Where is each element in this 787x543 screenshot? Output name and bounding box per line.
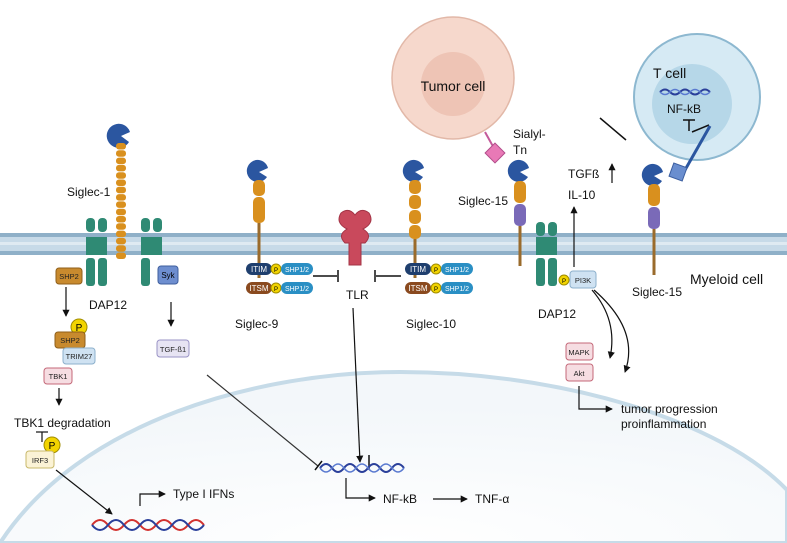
- tlr-label: TLR: [346, 288, 369, 302]
- siglec-1-bead: [116, 143, 126, 150]
- dap12-right-label: DAP12: [538, 307, 576, 321]
- tumor-cell-label: Tumor cell: [421, 78, 486, 94]
- siglec-1-bead: [116, 230, 126, 238]
- siglec-1-bead: [116, 186, 126, 194]
- shp2-box-a: SHP2: [59, 272, 79, 281]
- tcell-nfkb-label: NF-kB: [667, 102, 701, 116]
- tcell-dna: [659, 88, 711, 96]
- siglec-1-bead: [116, 245, 126, 252]
- cell-membrane: [0, 233, 787, 255]
- siglec-1-bead: [116, 157, 126, 165]
- proinflammation-label: proinflammation: [621, 417, 706, 431]
- tcell-ligand: [668, 162, 688, 182]
- type-i-ifn-label: Type I IFNs: [173, 487, 234, 501]
- phospho-icon: P: [434, 287, 438, 293]
- dna-center: [319, 463, 405, 473]
- irf3-box: IRF3: [32, 456, 48, 465]
- dap12-left-label: DAP12: [89, 298, 127, 312]
- tbk1-box: TBK1: [49, 372, 68, 381]
- tnfa-label: TNF-α: [475, 492, 509, 506]
- siglec-1-bead: [116, 252, 126, 259]
- siglec-15-receptor-center: Siglec-15: [458, 159, 529, 266]
- itsm-right: ITSM: [408, 284, 427, 293]
- siglec-10-itim-itsm: ITIM P SHP1/2 ITSM P SHP1/2: [374, 263, 473, 294]
- phospho-icon: P: [274, 268, 278, 274]
- itim-right: ITIM: [410, 265, 426, 274]
- sialyl-tn-glycan: [484, 142, 506, 164]
- pi3k-box: PI3K: [575, 276, 591, 285]
- syk-receptor: Syk: [141, 218, 179, 286]
- syk-box: Syk: [161, 271, 175, 280]
- siglec-15-receptor-right: Siglec-15: [632, 163, 682, 299]
- tgfb1-box: TGF-ß1: [160, 345, 186, 354]
- t-cell: T cell NF-kB: [633, 33, 761, 182]
- siglec-1-bead: [116, 237, 126, 245]
- siglec-1-bead: [116, 201, 126, 208]
- itsm-left: ITSM: [249, 284, 268, 293]
- sialyl-label-1: Sialyl-: [513, 127, 546, 141]
- myeloid-cell-label: Myeloid cell: [690, 271, 763, 287]
- siglec-1-bead: [116, 172, 126, 179]
- siglec-1-bead: [116, 164, 126, 172]
- shp-left-2: SHP1/2: [285, 286, 309, 293]
- shp-right-1: SHP1/2: [445, 267, 469, 274]
- trim27-box: TRIM27: [66, 352, 93, 361]
- dna-left: [91, 519, 205, 531]
- siglec-15-center-label: Siglec-15: [458, 194, 508, 208]
- phospho-icon: P: [274, 287, 278, 293]
- left-signaling: SHP2 P SHP2 TRIM27 TBK1 TBK1 degradation…: [14, 267, 234, 531]
- siglec-1-bead: [116, 223, 126, 230]
- siglec-1-label: Siglec-1: [67, 185, 111, 199]
- mapk-box: MAPK: [568, 348, 589, 357]
- phospho-icon: P: [562, 279, 566, 285]
- t-cell-label: T cell: [653, 65, 686, 81]
- shp2-box-b: SHP2: [60, 336, 80, 345]
- akt-box: Akt: [574, 369, 586, 378]
- nfkb-bottom-label: NF-kB: [383, 492, 417, 506]
- phospho-icon: P: [49, 441, 56, 452]
- tumor-progression-label: tumor progression: [621, 402, 718, 416]
- dap12-right: P PI3K DAP12: [536, 222, 597, 321]
- siglec-9-receptor: Siglec-9: [235, 159, 279, 331]
- shp-left-1: SHP1/2: [285, 267, 309, 274]
- siglec-1-bead: [116, 194, 126, 201]
- siglec-1-bead: [116, 208, 126, 216]
- tlr-receptor: TLR: [338, 209, 372, 302]
- dap12-left: DAP12: [86, 218, 127, 312]
- tumor-cell: Tumor cell: [391, 16, 515, 140]
- shp-right-2: SHP1/2: [445, 286, 469, 293]
- sialyl-label-2: Tn: [513, 143, 527, 157]
- siglec-15-right-label: Siglec-15: [632, 285, 682, 299]
- tbk1-degradation-label: TBK1 degradation: [14, 416, 111, 430]
- siglec-1-receptor: Siglec-1: [67, 123, 130, 259]
- siglec-10-label: Siglec-10: [406, 317, 456, 331]
- siglec-1-bead: [116, 179, 126, 186]
- tgfb-label: TGFß: [568, 167, 599, 181]
- il10-label: IL-10: [568, 188, 596, 202]
- siglec-1-bead: [116, 150, 126, 157]
- itim-left: ITIM: [251, 265, 267, 274]
- phospho-icon: P: [76, 323, 83, 334]
- siglec-9-label: Siglec-9: [235, 317, 279, 331]
- nucleus-envelope: [0, 369, 787, 543]
- siglec-1-bead: [116, 216, 126, 223]
- phospho-icon: P: [434, 268, 438, 274]
- siglec-9-itim-itsm: ITIM P SHP1/2 ITSM P SHP1/2: [246, 263, 339, 294]
